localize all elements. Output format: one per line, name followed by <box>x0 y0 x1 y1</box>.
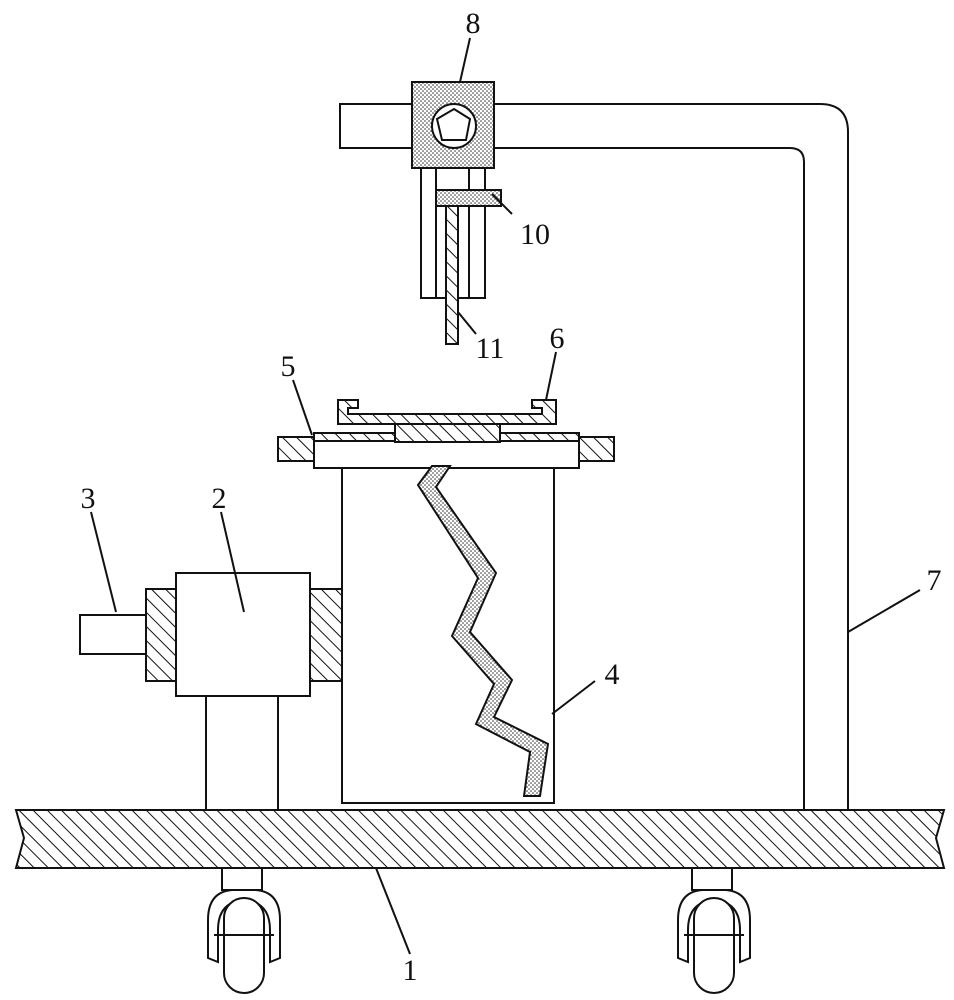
label-5: 5 <box>281 350 296 383</box>
caster-right <box>677 867 751 994</box>
label-11: 11 <box>476 332 505 365</box>
lid-flange <box>277 419 615 469</box>
label-10: 10 <box>520 218 550 251</box>
leader-lines <box>90 37 921 955</box>
reference-labels: 8 10 11 6 5 3 2 7 4 1 <box>81 7 942 987</box>
mixing-tank <box>341 465 555 804</box>
caster-left <box>207 867 281 994</box>
label-2: 2 <box>212 482 227 515</box>
clamp <box>337 399 557 425</box>
drive-head <box>411 81 495 169</box>
base-plate <box>14 809 946 869</box>
label-6: 6 <box>550 322 565 355</box>
label-8: 8 <box>466 7 481 40</box>
rod <box>445 205 459 345</box>
motor <box>79 572 343 812</box>
collar <box>435 189 502 207</box>
label-4: 4 <box>605 658 620 691</box>
label-1: 1 <box>403 954 418 987</box>
label-7: 7 <box>927 564 942 597</box>
label-3: 3 <box>81 482 96 515</box>
